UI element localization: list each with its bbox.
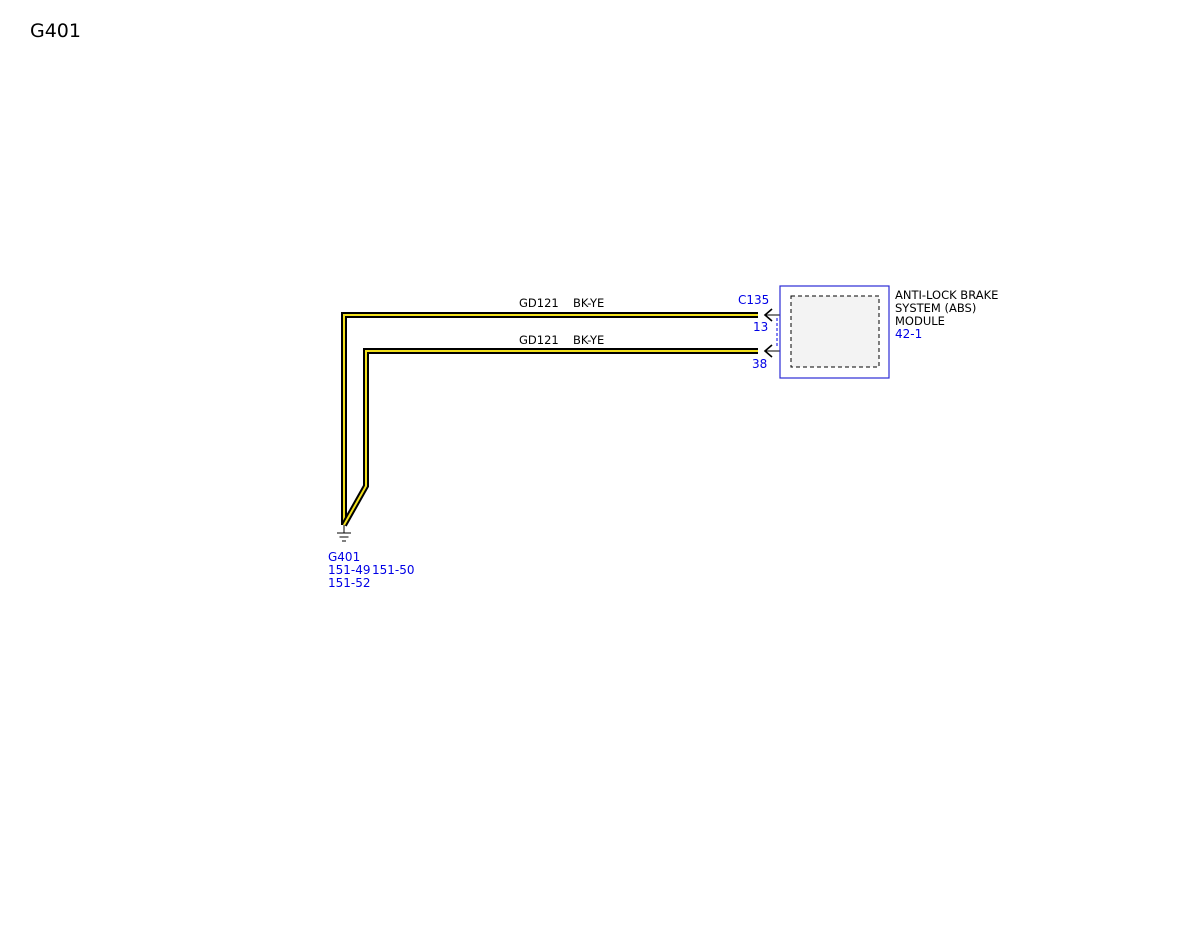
wire-circuit-label: GD121	[519, 296, 559, 310]
wire-pin-13	[341, 312, 758, 525]
pin-number: 13	[753, 320, 768, 334]
module-name-line: ANTI-LOCK BRAKE	[895, 288, 998, 302]
connector-id: C135	[738, 293, 769, 307]
module-name-line: SYSTEM (ABS)	[895, 301, 976, 315]
ground-page-ref: 151-49	[328, 563, 371, 577]
wire-circuit-label: GD121	[519, 333, 559, 347]
ground-icon	[337, 525, 351, 542]
ground-page-ref: 151-52	[328, 576, 371, 590]
wire-color-label: BK-YE	[573, 333, 604, 347]
abs-module	[779, 285, 890, 379]
wire-color-label: BK-YE	[573, 296, 604, 310]
module-name-line: MODULE	[895, 314, 945, 328]
ground-id: G401	[328, 550, 360, 564]
page-title: G401	[30, 20, 81, 42]
ground-page-ref: 151-50	[372, 563, 415, 577]
module-page-ref: 42-1	[895, 327, 922, 341]
pin-number: 38	[752, 357, 767, 371]
wire-pin-38	[341, 348, 758, 527]
